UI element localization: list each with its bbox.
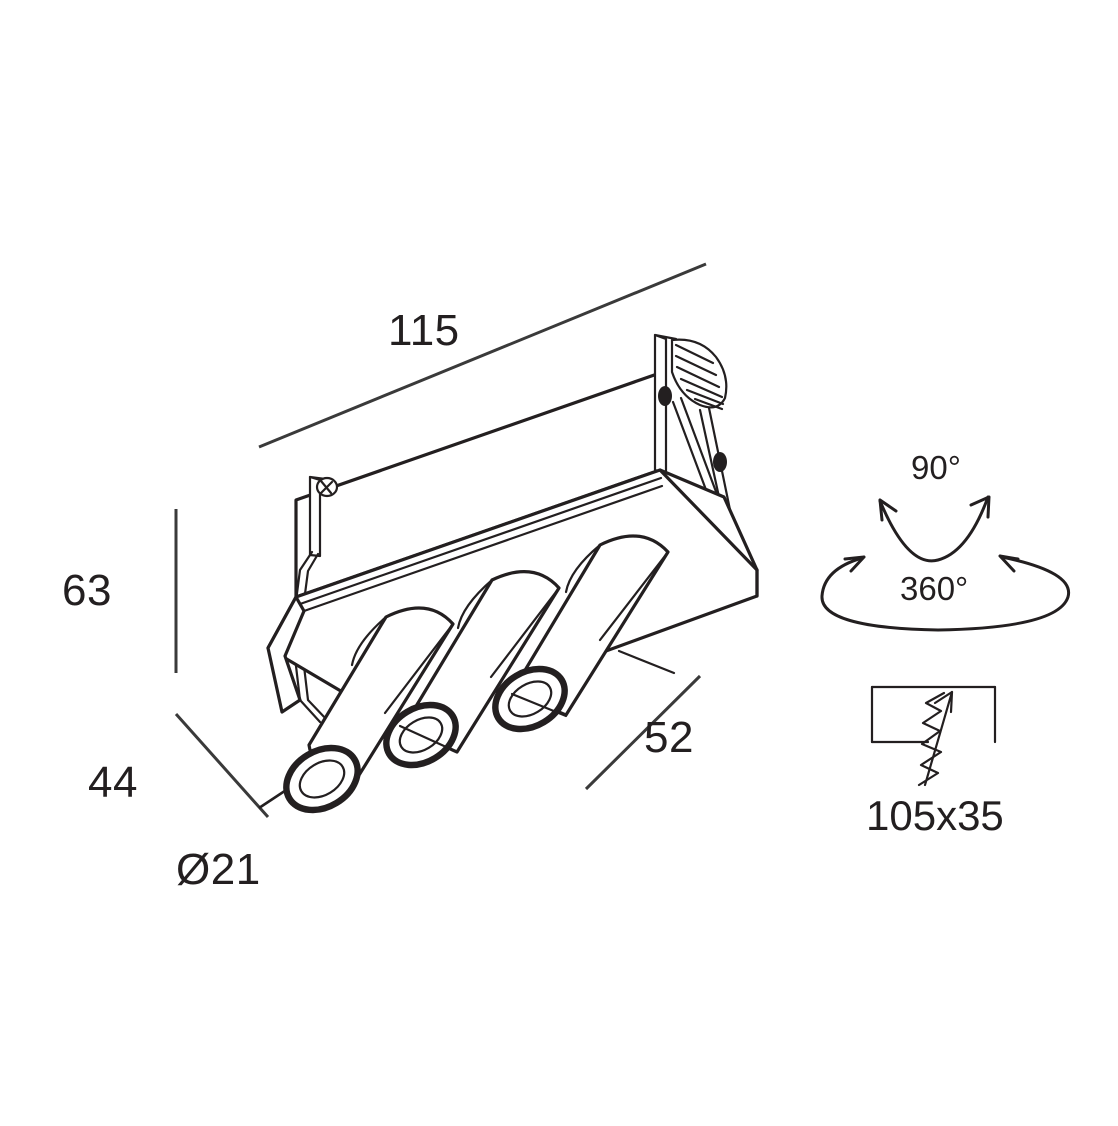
tilt-arrow-head-right — [969, 495, 991, 519]
bezel-bottom-notch-2 — [510, 692, 568, 718]
product-isometric-view — [266, 333, 759, 814]
cylinder-spot-1-highlight — [383, 622, 455, 715]
cutout-icon-group: 105x35 — [866, 685, 1004, 839]
dimension-44-group: 44 — [88, 713, 270, 818]
spring-clip-left-coil-lines — [319, 479, 334, 495]
rotation-angle-label: 360° — [900, 570, 968, 607]
spring-clip-right — [653, 333, 753, 590]
cutout-arrow-head — [933, 690, 954, 714]
spring-clip-right-coil — [670, 338, 728, 411]
dimension-diameter-21-label: Ø21 — [176, 845, 261, 894]
dimension-63-label: 63 — [62, 566, 112, 615]
tilt-rotation-icon-group: 90° 360° — [820, 449, 1071, 632]
spring-clip-right-pivot-upper — [658, 386, 672, 406]
spring-clip-right-coil-body — [670, 338, 728, 409]
bezel-bottom-notch-3 — [617, 649, 676, 675]
dimension-52-line — [584, 674, 702, 791]
bezel-front-edge-inner — [298, 476, 663, 606]
dimension-44-line — [174, 713, 270, 818]
dimension-44-label: 44 — [88, 758, 138, 807]
tilt-arrow-head-left — [878, 498, 898, 522]
spring-clip-right-coil-winding — [674, 343, 725, 411]
spring-clip-left-blade — [308, 475, 322, 558]
tilt-arc — [878, 495, 990, 563]
cylinder-spot-1-back-arc — [350, 615, 388, 667]
cylinder-spot-2-highlight — [489, 586, 561, 679]
rotation-arrow-head-right — [998, 554, 1020, 573]
bezel-bottom-notch-1 — [398, 724, 457, 753]
cylinder-spot-2-back-arc — [456, 578, 494, 630]
cylinder-spot-3 — [492, 534, 670, 733]
cylinder-spot-3-lens-inner — [507, 680, 553, 718]
dimension-115-line — [258, 262, 707, 449]
dimension-52-group: 52 — [584, 674, 702, 791]
dimension-63-group: 63 — [62, 509, 178, 673]
cutout-size-label: 105x35 — [866, 792, 1004, 839]
cylinder-spot-1 — [283, 606, 455, 814]
bezel-left-end-face — [266, 595, 306, 714]
tilt-angle-label: 90° — [911, 449, 961, 486]
rotation-arrow-head-left — [843, 555, 866, 573]
cutout-arrow-shaft — [923, 690, 954, 787]
cylinder-spot-1-lens-inner — [298, 759, 346, 799]
rotation-ellipse-arc — [820, 555, 1071, 632]
dimension-52-label: 52 — [644, 713, 694, 762]
cylinder-spot-2 — [383, 570, 561, 769]
dimension-115-group: 115 — [258, 262, 707, 449]
cylinder-spot-3-highlight — [598, 550, 670, 642]
spring-clip-left — [286, 475, 339, 724]
dimension-115-label: 115 — [388, 306, 460, 355]
spring-clip-right-top — [653, 333, 678, 341]
cylinder-spot-3-back-arc — [564, 543, 602, 594]
bezel-front-edge-inner2 — [302, 484, 664, 613]
